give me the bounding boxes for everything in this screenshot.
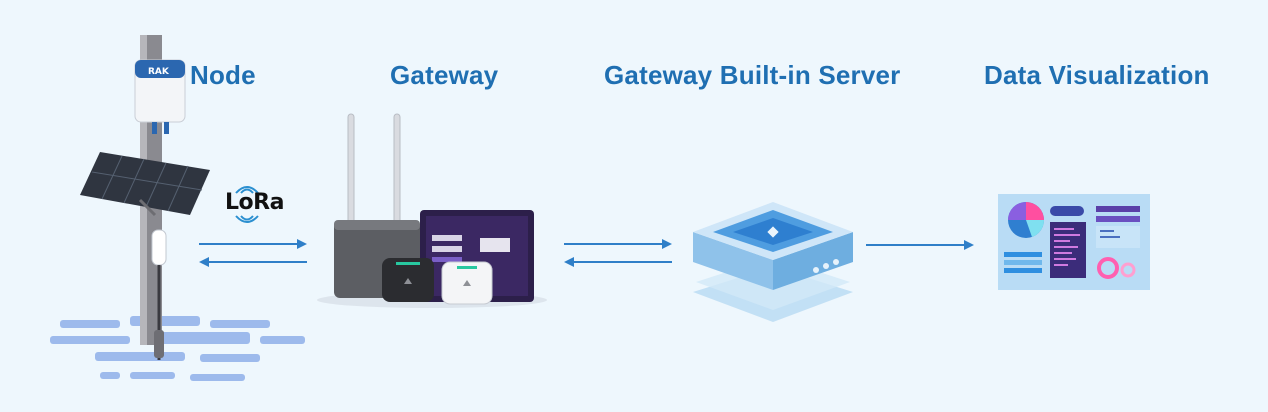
- pie-chart-icon: [1008, 202, 1044, 238]
- title-gateway: Gateway: [390, 60, 499, 90]
- title-node: Node: [190, 60, 256, 90]
- server-dashboard-arrow-icon: [866, 240, 974, 250]
- lora-signal-bottom-icon: [235, 215, 259, 223]
- node-brand-text: RAK: [148, 67, 170, 77]
- title-gateway-server: Gateway Built-in Server: [604, 60, 901, 90]
- water-puddle-icon: [50, 316, 305, 381]
- lora-label: LoRa: [225, 190, 284, 215]
- lora-signal-top-icon: [235, 186, 259, 194]
- gateway-devices-icon: [317, 113, 547, 308]
- node-enclosure-icon: RAK: [134, 59, 186, 134]
- title-data-visualization: Data Visualization: [984, 60, 1210, 90]
- solar-panel-icon: [80, 152, 210, 217]
- node-gateway-arrows-icon: [199, 239, 307, 267]
- server-stack-icon: [693, 202, 853, 322]
- dashboard-screen-icon: [998, 194, 1150, 290]
- node-sensor-pole-icon: RAK: [50, 35, 305, 381]
- gateway-server-arrows-icon: [564, 239, 672, 267]
